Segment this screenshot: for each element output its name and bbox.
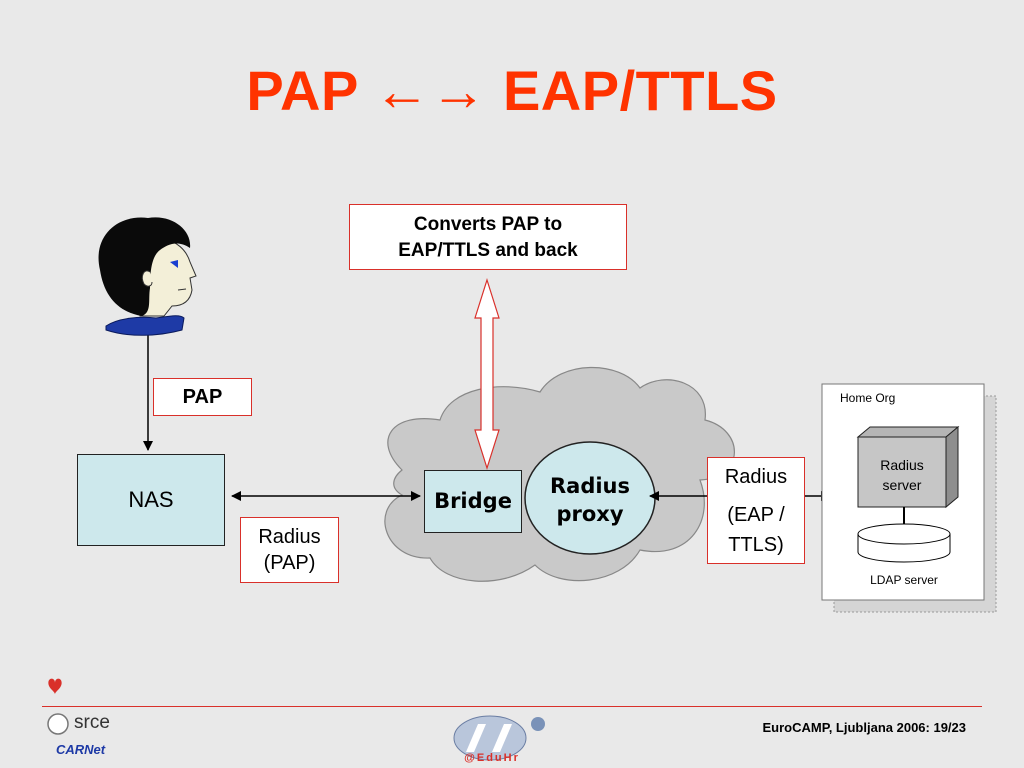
bridge-label: Bridge — [434, 489, 512, 513]
radius-server-label: Radius server — [858, 455, 946, 495]
carnet-logo: CARNet — [56, 742, 106, 757]
ldap-cylinder — [857, 523, 951, 563]
radius-proxy-label: Radius proxy — [530, 472, 650, 528]
srce-logo-mark — [47, 678, 69, 735]
eduhr-logo-text: @EduHr — [464, 752, 520, 764]
radius-proxy-line2: proxy — [556, 502, 624, 526]
converter-note-box: Converts PAP to EAP/TTLS and back — [349, 204, 627, 270]
radius-server-line2: server — [882, 477, 922, 493]
bridge-note-arrow — [474, 278, 500, 470]
radius-eap-line2: (EAP / — [727, 504, 785, 526]
radius-eap-box: Radius (EAP / TTLS) — [707, 457, 805, 564]
pap-label-box: PAP — [153, 378, 252, 416]
home-org-title: Home Org — [840, 391, 896, 405]
aai-logo — [453, 715, 545, 761]
converter-note-line2: EAP/TTLS and back — [398, 240, 578, 261]
radius-proxy-line1: Radius — [549, 474, 631, 498]
radius-server-box — [856, 425, 960, 509]
slide-title: PAP ←→ EAP/TTLS — [246, 59, 778, 122]
radius-server-line1: Radius — [880, 457, 924, 473]
user-head-icon — [98, 217, 197, 336]
converter-note-line1: Converts PAP to — [413, 214, 563, 235]
footer-slide-info: EuroCAMP, Ljubljana 2006: 19/23 — [762, 720, 967, 735]
radius-pap-line2: (PAP) — [263, 552, 316, 574]
radius-eap-line1: Radius — [724, 466, 788, 488]
footer-divider — [42, 706, 982, 707]
radius-eap-line3: TTLS) — [728, 534, 784, 556]
radius-pap-box: Radius (PAP) — [240, 517, 339, 583]
nas-box: NAS — [77, 454, 225, 546]
ldap-server-label: LDAP server — [870, 573, 938, 587]
bridge-box: Bridge — [424, 470, 522, 533]
srce-logo-text: srce — [74, 712, 110, 733]
pap-label: PAP — [182, 386, 223, 408]
nas-label: NAS — [128, 487, 174, 512]
radius-pap-line1: Radius — [258, 526, 321, 548]
